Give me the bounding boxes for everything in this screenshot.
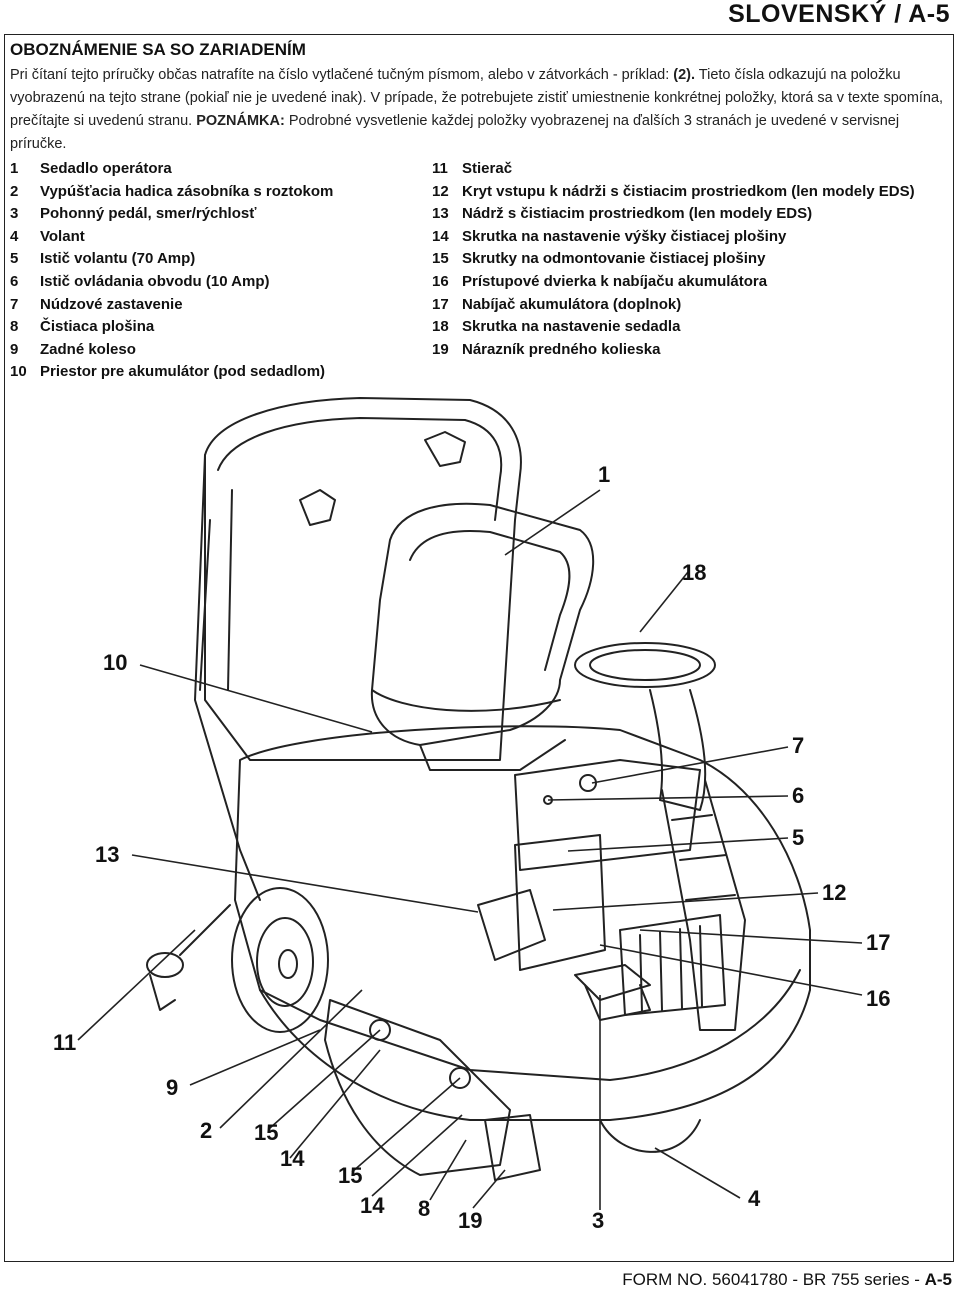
callout-6: 6 (792, 783, 804, 808)
intro-paragraph: Pri čítaní tejto príručky občas natrafít… (10, 64, 950, 156)
content-frame (4, 34, 954, 1262)
callout-4: 4 (748, 1186, 761, 1211)
page-footer: FORM NO. 56041780 - BR 755 series - A-5 (622, 1270, 952, 1290)
callout-14b: 14 (360, 1193, 385, 1218)
callout-5: 5 (792, 825, 804, 850)
callout-9: 9 (166, 1075, 178, 1100)
footer-form-number: FORM NO. 56041780 - BR 755 series - (622, 1270, 925, 1289)
callout-15b: 15 (338, 1163, 362, 1188)
callout-leaders (77, 489, 863, 1210)
callout-12: 12 (822, 880, 846, 905)
callout-16: 16 (866, 986, 890, 1011)
note-label: POZNÁMKA: (196, 113, 285, 129)
intro-text-2: Tieto čísla odkazujú na položku vyobraze… (10, 67, 944, 129)
callout-15a: 15 (254, 1120, 278, 1145)
callout-1: 1 (598, 462, 610, 487)
callout-3: 3 (592, 1208, 604, 1233)
callout-8: 8 (418, 1196, 430, 1221)
page-header-title: SLOVENSKÝ / A-5 (728, 0, 950, 28)
section-title: OBOZNÁMENIE SA SO ZARIADENÍM (10, 40, 306, 59)
footer-page-number: A-5 (924, 1270, 952, 1289)
intro-text-1: Pri čítaní tejto príručky občas natrafít… (10, 67, 674, 83)
machine-illustration (146, 397, 811, 1181)
callout-19: 19 (458, 1208, 482, 1233)
callout-13: 13 (95, 842, 119, 867)
callout-14a: 14 (280, 1146, 305, 1171)
note-text: Podrobné vysvetlenie každej položky vyob… (10, 113, 900, 152)
callout-10: 10 (103, 650, 127, 675)
callout-2: 2 (200, 1118, 212, 1143)
callout-18: 18 (682, 560, 706, 585)
callout-11: 11 (53, 1030, 76, 1055)
intro-example: (2). (673, 67, 696, 83)
callout-7: 7 (792, 733, 804, 758)
callout-17: 17 (866, 930, 890, 955)
